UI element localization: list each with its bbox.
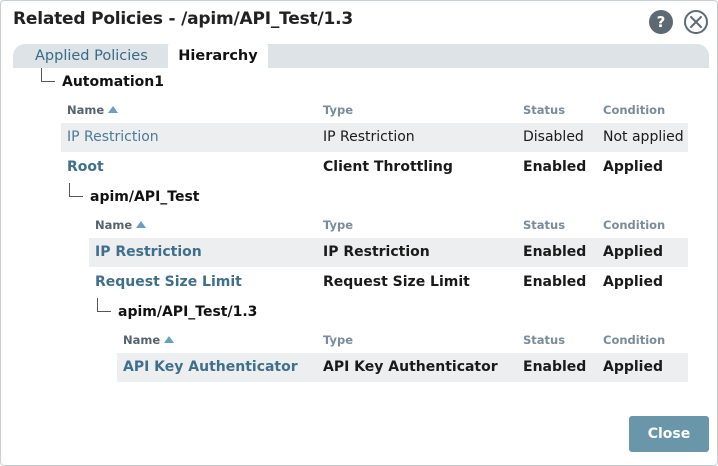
column-header-status: Status (523, 333, 566, 347)
policy-type: Request Size Limit (323, 274, 470, 290)
hierarchy-node-automation1: Automation1 (62, 74, 164, 90)
help-icon[interactable]: ? (649, 10, 673, 34)
column-header-condition: Condition (603, 333, 666, 347)
policy-status: Enabled (523, 274, 587, 290)
policy-status: Enabled (523, 244, 587, 260)
column-header-type: Type (323, 218, 354, 232)
column-header-type: Type (323, 103, 354, 117)
column-header-condition: Condition (603, 103, 666, 117)
column-header-type: Type (323, 333, 354, 347)
tab-bar: Applied Policies Hierarchy (13, 44, 709, 68)
policy-name-link[interactable]: IP Restriction (95, 244, 202, 260)
policy-condition: Applied (603, 244, 663, 260)
hierarchy-node-api-test-1-3: apim/API_Test/1.3 (118, 304, 258, 320)
policy-condition: Applied (603, 274, 663, 290)
policy-condition: Applied (603, 159, 663, 175)
sort-ascending-icon (136, 221, 147, 228)
policy-condition: Applied (603, 359, 663, 375)
table-row: IP Restriction IP Restriction Enabled Ap… (89, 238, 688, 267)
tab-hierarchy[interactable]: Hierarchy (168, 44, 268, 68)
policy-status: Enabled (523, 159, 587, 175)
table-row: API Key Authenticator API Key Authentica… (117, 353, 688, 382)
tree-connector (69, 183, 83, 197)
hierarchy-node-api-test: apim/API_Test (90, 189, 200, 205)
column-header-status: Status (523, 218, 566, 232)
policy-status: Disabled (523, 129, 584, 145)
dialog-title: Related Policies - /apim/API_Test/1.3 (13, 9, 353, 29)
tree-connector (41, 68, 55, 82)
sort-ascending-icon (164, 336, 175, 343)
column-header-name[interactable]: Name (123, 333, 175, 347)
column-header-status: Status (523, 103, 566, 117)
tree-connector (97, 298, 111, 312)
policy-name-link[interactable]: API Key Authenticator (123, 359, 298, 375)
column-header-condition: Condition (603, 218, 666, 232)
policy-type: Client Throttling (323, 159, 453, 175)
close-button[interactable]: Close (629, 416, 709, 452)
policy-type: API Key Authenticator (323, 359, 498, 375)
table-row: IP Restriction IP Restriction Disabled N… (61, 123, 688, 152)
policy-type: IP Restriction (323, 129, 415, 145)
table-row: Request Size Limit Request Size Limit En… (89, 268, 688, 297)
policy-name-link[interactable]: IP Restriction (67, 129, 159, 145)
close-icon[interactable] (684, 10, 708, 34)
policy-status: Enabled (523, 359, 587, 375)
policy-type: IP Restriction (323, 244, 430, 260)
policy-name-link[interactable]: Root (67, 159, 104, 175)
x-icon (690, 16, 702, 28)
column-header-name[interactable]: Name (95, 218, 147, 232)
sort-ascending-icon (108, 106, 119, 113)
table-row: Root Client Throttling Enabled Applied (61, 153, 688, 182)
column-header-name[interactable]: Name (67, 103, 119, 117)
tab-applied-policies[interactable]: Applied Policies (35, 48, 148, 64)
policy-name-link[interactable]: Request Size Limit (95, 274, 242, 290)
policy-condition: Not applied (603, 129, 684, 145)
